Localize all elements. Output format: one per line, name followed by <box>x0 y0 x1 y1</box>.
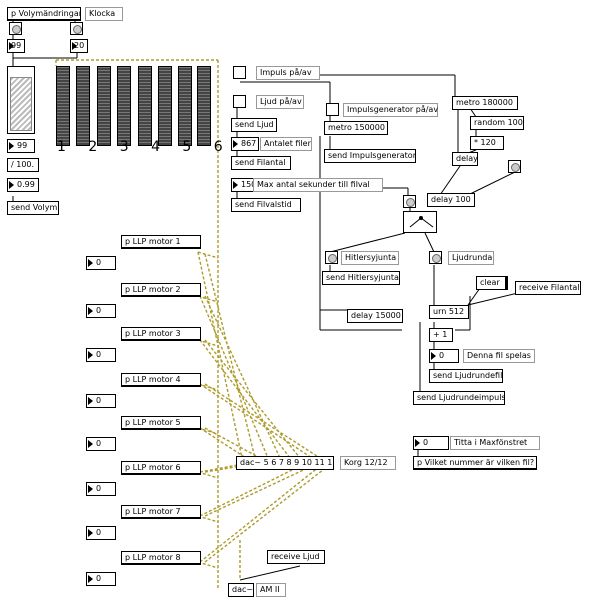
receive-filantal: receive Filantal <box>515 281 581 295</box>
dac-am: dac~ <box>228 583 254 597</box>
send-impulsgenerator: send Impulsgenerator <box>324 149 416 163</box>
fader-8[interactable] <box>197 66 211 146</box>
llp-motor-6[interactable]: p LLP motor 6 <box>121 461 201 475</box>
ljud-toggle[interactable] <box>233 95 246 108</box>
max-antal-comment: Max antal sekunder till filval <box>253 178 383 192</box>
dac-object: dac~ 5 6 7 8 9 10 11 12 <box>236 456 334 470</box>
llp-motor-8[interactable]: p LLP motor 8 <box>121 551 201 565</box>
send-ljudrundeimpuls: send Ljudrundeimpuls <box>413 391 505 405</box>
number-20[interactable]: 20 <box>70 39 88 53</box>
volymandringar-subpatch[interactable]: p Volymändringar <box>7 7 81 21</box>
receive-ljud: receive Ljud <box>267 550 325 564</box>
motor-8-number[interactable]: 0 <box>86 572 116 586</box>
send-filantal: send Filantal <box>231 156 291 170</box>
delay-100: delay 100 <box>427 193 475 207</box>
bang-right-delay[interactable] <box>508 160 521 173</box>
send-filvalstid: send Filvalstid <box>231 198 301 212</box>
fader-1[interactable] <box>56 66 70 146</box>
times-120: * 120 <box>470 136 504 150</box>
number-99b[interactable]: 99 <box>7 139 35 153</box>
float-099[interactable]: 0.99 <box>7 178 39 192</box>
klocka-comment: Klocka <box>85 7 123 21</box>
gate-switch[interactable] <box>403 211 437 233</box>
metro-150000: metro 150000 <box>324 121 388 135</box>
llp-motor-4[interactable]: p LLP motor 4 <box>121 373 201 387</box>
impuls-toggle[interactable] <box>233 66 246 79</box>
ljud-comment: Ljud på/av <box>256 95 304 109</box>
fader-5[interactable] <box>138 66 152 146</box>
ljudrunda-comment: Ljudrunda <box>448 251 494 265</box>
bang-left[interactable] <box>9 22 22 35</box>
fader-2[interactable] <box>76 66 90 146</box>
motor-5-number[interactable]: 0 <box>86 437 116 451</box>
llp-motor-5[interactable]: p LLP motor 5 <box>121 416 201 430</box>
fader-7[interactable] <box>178 66 192 146</box>
plus-one: + 1 <box>429 328 453 342</box>
number-titta[interactable]: 0 <box>413 436 449 450</box>
impulsgen-comment: Impulsgenerator på/av <box>343 103 438 117</box>
bang-hitlersyjunta[interactable] <box>325 251 338 264</box>
motor-1-number[interactable]: 0 <box>86 256 116 270</box>
antalet-comment: Antalet filer <box>260 137 312 151</box>
llp-motor-3[interactable]: p LLP motor 3 <box>121 327 201 341</box>
metro-180000: metro 180000 <box>452 96 518 110</box>
motor-2-number[interactable]: 0 <box>86 304 116 318</box>
impuls-comment: Impuls på/av <box>256 66 320 80</box>
korg-comment: Korg 12/12 <box>340 456 396 470</box>
switch-icon <box>409 216 434 228</box>
number-99[interactable]: 99 <box>7 39 25 53</box>
number-ljudrunda[interactable]: 0 <box>429 349 459 363</box>
fader-4[interactable] <box>117 66 131 146</box>
urn-512: urn 512 <box>429 305 469 319</box>
send-ljudrundefil: send Ljudrundefil <box>429 369 503 383</box>
clear-message[interactable]: clear <box>476 276 508 290</box>
denna-comment: Denna fil spelas <box>463 349 535 363</box>
random-100: random 100 <box>470 116 524 130</box>
delay-15000: delay 15000 <box>347 309 403 323</box>
divide-object: / 100. <box>7 158 39 172</box>
motor-7-number[interactable]: 0 <box>86 526 116 540</box>
bang-right[interactable] <box>70 22 83 35</box>
motor-4-number[interactable]: 0 <box>86 394 116 408</box>
titta-comment: Titta i Maxfönstret <box>450 436 540 450</box>
fader-3[interactable] <box>97 66 111 146</box>
llp-motor-1[interactable]: p LLP motor 1 <box>121 235 201 249</box>
number-867[interactable]: 867 <box>231 137 259 151</box>
bang-gate[interactable] <box>403 195 416 208</box>
motor-6-number[interactable]: 0 <box>86 482 116 496</box>
llp-motor-2[interactable]: p LLP motor 2 <box>121 283 201 297</box>
delay-object: delay <box>452 152 478 166</box>
impulsgen-toggle[interactable] <box>326 103 339 116</box>
bang-ljudrunda[interactable] <box>429 251 442 264</box>
volume-slider[interactable] <box>7 66 35 134</box>
send-volym: send Volym <box>7 201 59 215</box>
fader-6[interactable] <box>158 66 172 146</box>
am-comment: AM II <box>256 583 286 597</box>
motor-3-number[interactable]: 0 <box>86 348 116 362</box>
hitlersyjunta-comment: Hitlersyjunta <box>341 251 399 265</box>
send-hitlersyjunta: send Hitlersyjunta <box>322 271 400 285</box>
send-ljud: send Ljud <box>231 118 277 132</box>
llp-motor-7[interactable]: p LLP motor 7 <box>121 505 201 519</box>
fader-numbers: 1 2 3 4 5 6 7 8 <box>57 139 295 155</box>
vilket-subpatch[interactable]: p Vilket nummer är vilken fil? <box>413 456 537 470</box>
